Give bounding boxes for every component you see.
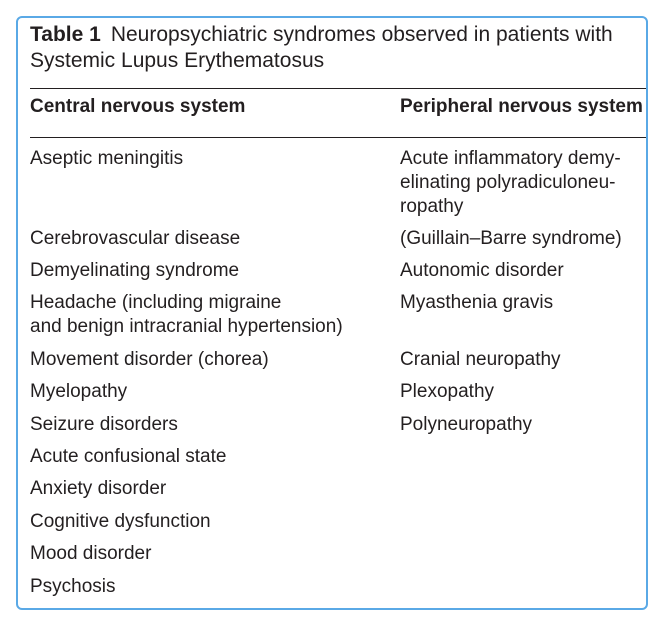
caption-line-1: Neuropsychiatric syndromes observed in p… [110,23,613,46]
pns-item: Polyneuropathy [400,414,533,435]
cns-item: Aseptic meningitis [30,148,184,169]
pns-item: Myasthenia gravis [400,292,554,313]
cns-item: Myelopathy [30,381,128,402]
table-label: Table 1 [30,23,101,46]
cns-item-continued: and benign intracranial hypertension) [30,316,343,337]
header-peripheral-nervous-system: Peripheral nervous system [400,96,643,117]
cns-item: Acute confusional state [30,446,227,467]
pns-item: Autonomic disorder [400,260,564,281]
cns-item: Mood disorder [30,543,152,564]
header-central-nervous-system: Central nervous system [30,96,246,117]
cns-item: Anxiety disorder [30,478,167,499]
cns-item: Headache (including migraine [30,292,282,313]
top-rule [30,88,646,89]
caption-line-2: Systemic Lupus Erythematosus [30,49,325,72]
pns-item: (Guillain–Barre syndrome) [400,228,622,249]
cns-item: Cerebrovascular disease [30,228,241,249]
pns-item: Cranial neuropathy [400,349,561,370]
cns-item: Cognitive dysfunction [30,511,211,532]
pns-item-continued: elinating polyradiculoneu- [400,172,616,193]
cns-item: Psychosis [30,576,116,597]
table-caption: Table 1 Neuropsychiatric syndromes observ… [30,22,646,74]
pns-item: Plexopathy [400,381,495,402]
cns-item: Movement disorder (chorea) [30,349,269,370]
cns-item: Seizure disorders [30,414,178,435]
bottom-rule [30,608,648,610]
header-rule [30,137,646,138]
pns-item: Acute inflammatory demy- [400,148,621,169]
cns-item: Demyelinating syndrome [30,260,240,281]
table-frame: Table 1 Neuropsychiatric syndromes observ… [16,16,648,610]
pns-item-continued: ropathy [400,196,464,217]
